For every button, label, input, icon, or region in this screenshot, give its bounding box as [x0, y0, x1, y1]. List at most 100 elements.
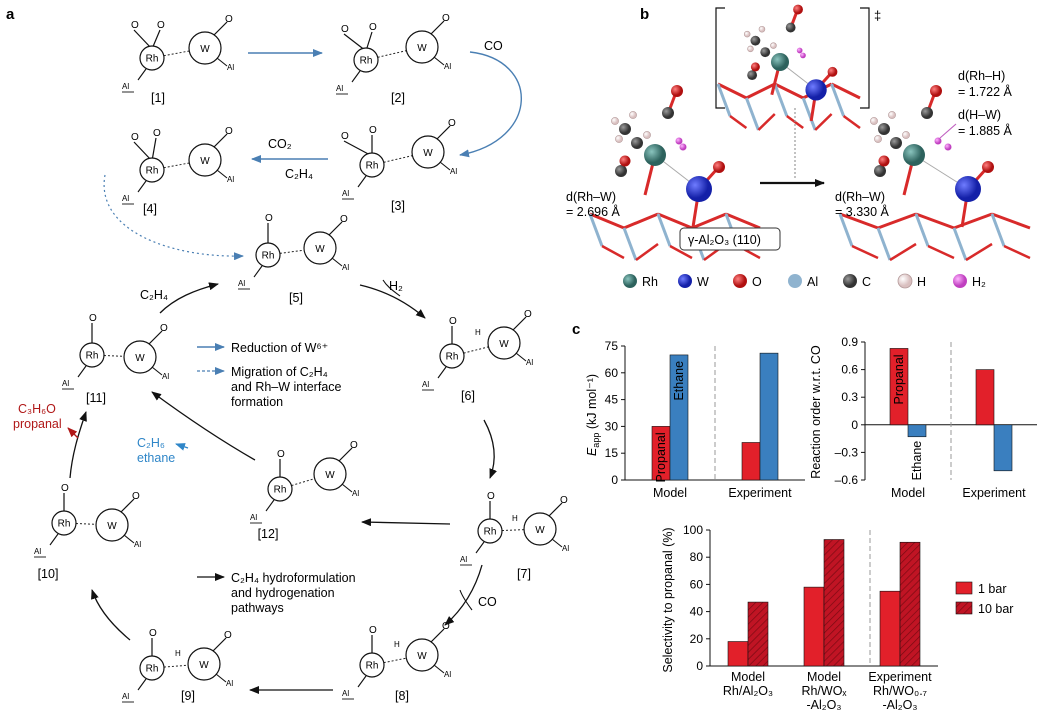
surface-o-bond: [589, 212, 625, 230]
w-support-bond: [123, 534, 135, 544]
bar-10-bar: [823, 539, 845, 667]
y-tick-label: 75: [605, 339, 619, 353]
species-label: [10]: [38, 567, 59, 581]
y-tick-label: 20: [690, 632, 704, 646]
surface-lattice-bond: [889, 242, 917, 262]
legend-swatch: [955, 601, 973, 615]
pointer-hw: [939, 123, 957, 139]
legend-label: 10 bar: [978, 602, 1013, 616]
surface-lattice-bond: [601, 244, 625, 260]
rh-label: Rh: [146, 54, 159, 65]
category-label: Experiment: [728, 486, 792, 500]
surface-lattice-bond: [669, 244, 693, 260]
oxo-label: O: [524, 309, 532, 320]
reagent-c2h4-a: C₂H₄: [285, 167, 313, 181]
rh-center: [477, 518, 503, 544]
y-axis-title-subscript: app: [591, 433, 601, 448]
surface-lattice-bond: [1003, 244, 1031, 260]
y-tick-label: 60: [690, 577, 704, 591]
ethylene-hydrogen: [888, 111, 896, 119]
support-bond: [49, 533, 59, 546]
legend-pathways-3: pathways: [231, 601, 284, 615]
w-support-bond: [551, 538, 563, 548]
support-bond: [351, 70, 361, 83]
y-tick-label: 0.9: [841, 335, 858, 349]
w-oxo-bond: [429, 628, 445, 644]
species-label: [9]: [181, 689, 195, 703]
rh-center: [139, 655, 165, 681]
oxo-label: O: [160, 323, 168, 334]
support-bond: [77, 365, 87, 378]
surface-o-bond: [839, 212, 879, 230]
atom-legend-label: O: [752, 275, 762, 289]
rh-center: [359, 152, 385, 178]
w-support-bond: [433, 664, 445, 674]
surface-al-bond: [801, 97, 817, 131]
rh-atom: [644, 144, 666, 166]
w-label: W: [535, 525, 545, 536]
ethylene-carbon: [890, 137, 902, 149]
w-center: [523, 512, 557, 546]
oxo-label: O: [225, 14, 233, 25]
w-center: [188, 31, 222, 65]
w-label: W: [200, 156, 210, 167]
ethylene-carbon: [878, 123, 890, 135]
series-label: Ethane: [910, 441, 924, 481]
legend-migration-1: Migration of C₂H₄: [231, 365, 328, 379]
surface-al-bond: [716, 83, 732, 117]
legend-migration-3: formation: [231, 395, 283, 409]
y-axis-title-units: (kJ mol⁻¹): [585, 374, 599, 433]
w-support-bond: [151, 366, 163, 376]
w-oxo-bond: [211, 637, 227, 653]
w-label: W: [499, 339, 509, 350]
bar-ethane: [993, 424, 1013, 472]
surface-o-bond: [774, 82, 804, 100]
support-bond: [357, 175, 367, 188]
rh-label: Rh: [366, 161, 379, 172]
surface-al-bond: [876, 227, 892, 261]
oxygen-label: O: [157, 20, 165, 31]
co-oxygen: [878, 155, 890, 167]
w-center: [411, 135, 445, 169]
surface-al-bond: [838, 213, 854, 247]
species-label: [6]: [461, 389, 475, 403]
surface-o-bond: [657, 212, 693, 230]
w-atom: [686, 176, 712, 202]
surface-o-bond: [725, 212, 761, 230]
surface-lattice-bond: [729, 114, 748, 130]
reagent-co-b: CO: [478, 595, 497, 609]
surface-al-bond: [656, 213, 672, 247]
surface-o-bond: [877, 212, 917, 230]
category-label: Experiment: [868, 670, 932, 684]
product-c3h6o: C₃H₆O: [18, 402, 56, 416]
series-label: Propanal: [892, 354, 906, 404]
ethylene-carbon: [760, 47, 771, 58]
surface-lattice-bond: [965, 242, 993, 262]
atom-legend-swatch: [843, 274, 857, 288]
category-label: Experiment: [962, 486, 1026, 500]
surface-al-bond: [914, 213, 930, 247]
oxygen-label: O: [61, 483, 69, 494]
atom-legend-swatch: [897, 273, 913, 289]
species-label: [2]: [391, 91, 405, 105]
rh-atom: [770, 52, 790, 72]
oxo-label: O: [442, 621, 450, 632]
ethylene-hydrogen: [874, 135, 882, 143]
w-label: W: [423, 148, 433, 159]
rh-label: Rh: [58, 519, 71, 530]
y-tick-label: –0.6: [835, 473, 859, 487]
surface-o-bond: [991, 212, 1031, 230]
oxo-label: O: [442, 13, 450, 24]
w-oxo-bond: [212, 133, 228, 149]
final-structure: [838, 85, 1031, 262]
surface-al-bond: [990, 213, 1006, 247]
surface-o-bond: [691, 212, 727, 230]
w-atom: [805, 79, 827, 101]
